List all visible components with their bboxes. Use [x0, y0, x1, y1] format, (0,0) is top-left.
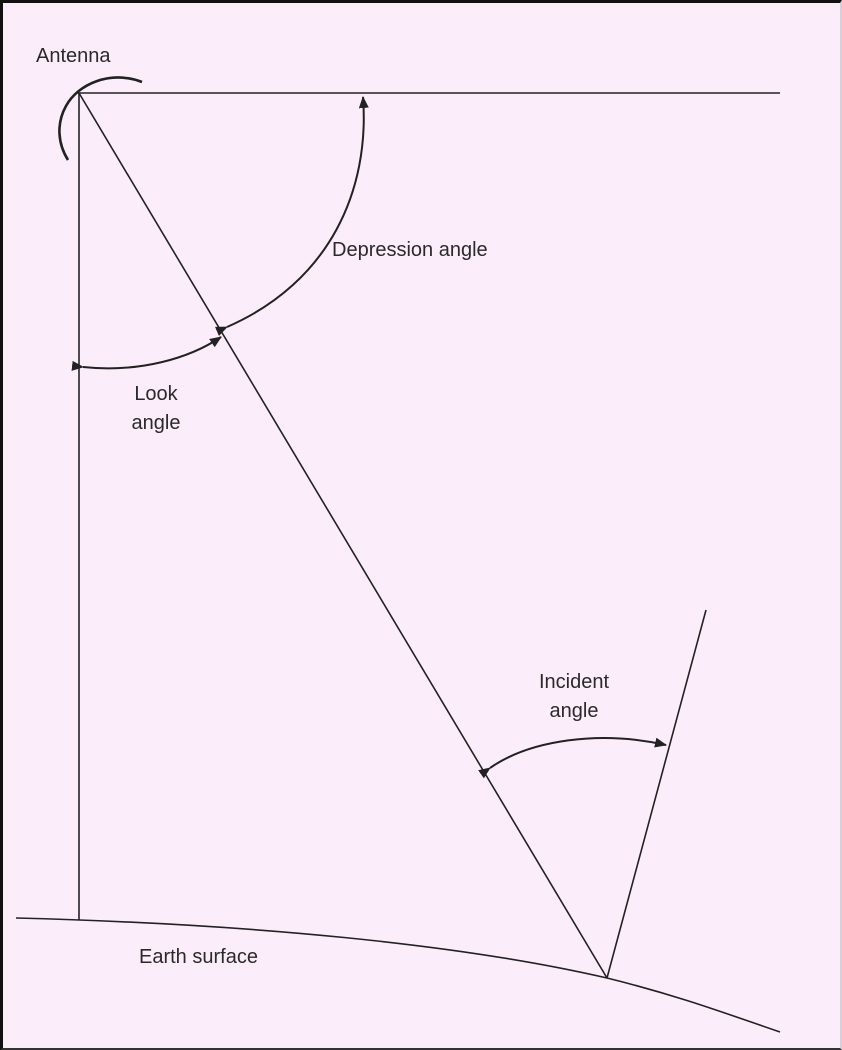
look-angle-label: Look angle: [104, 380, 208, 438]
look-angle-label-line-2: angle: [131, 412, 181, 434]
slant-range-line: [78, 92, 608, 979]
incident-angle-label-line-2: angle: [549, 700, 599, 722]
look-angle-label-line-1: Look: [134, 383, 178, 405]
earth-surface-label: Earth surface: [139, 946, 258, 968]
incident-angle-label: Incident angle: [514, 668, 634, 726]
incident-angle-arc: [478, 737, 667, 779]
look-angle-arc: [71, 336, 222, 371]
depression-angle-arc: [214, 96, 369, 336]
surface-normal-line: [606, 609, 707, 979]
antenna-label: Antenna: [36, 45, 111, 67]
depression-angle-label: Depression angle: [332, 239, 488, 261]
antenna-dish: [58, 76, 143, 161]
incident-angle-label-line-1: Incident: [538, 671, 610, 693]
earth-surface-curve: [15, 917, 781, 1033]
